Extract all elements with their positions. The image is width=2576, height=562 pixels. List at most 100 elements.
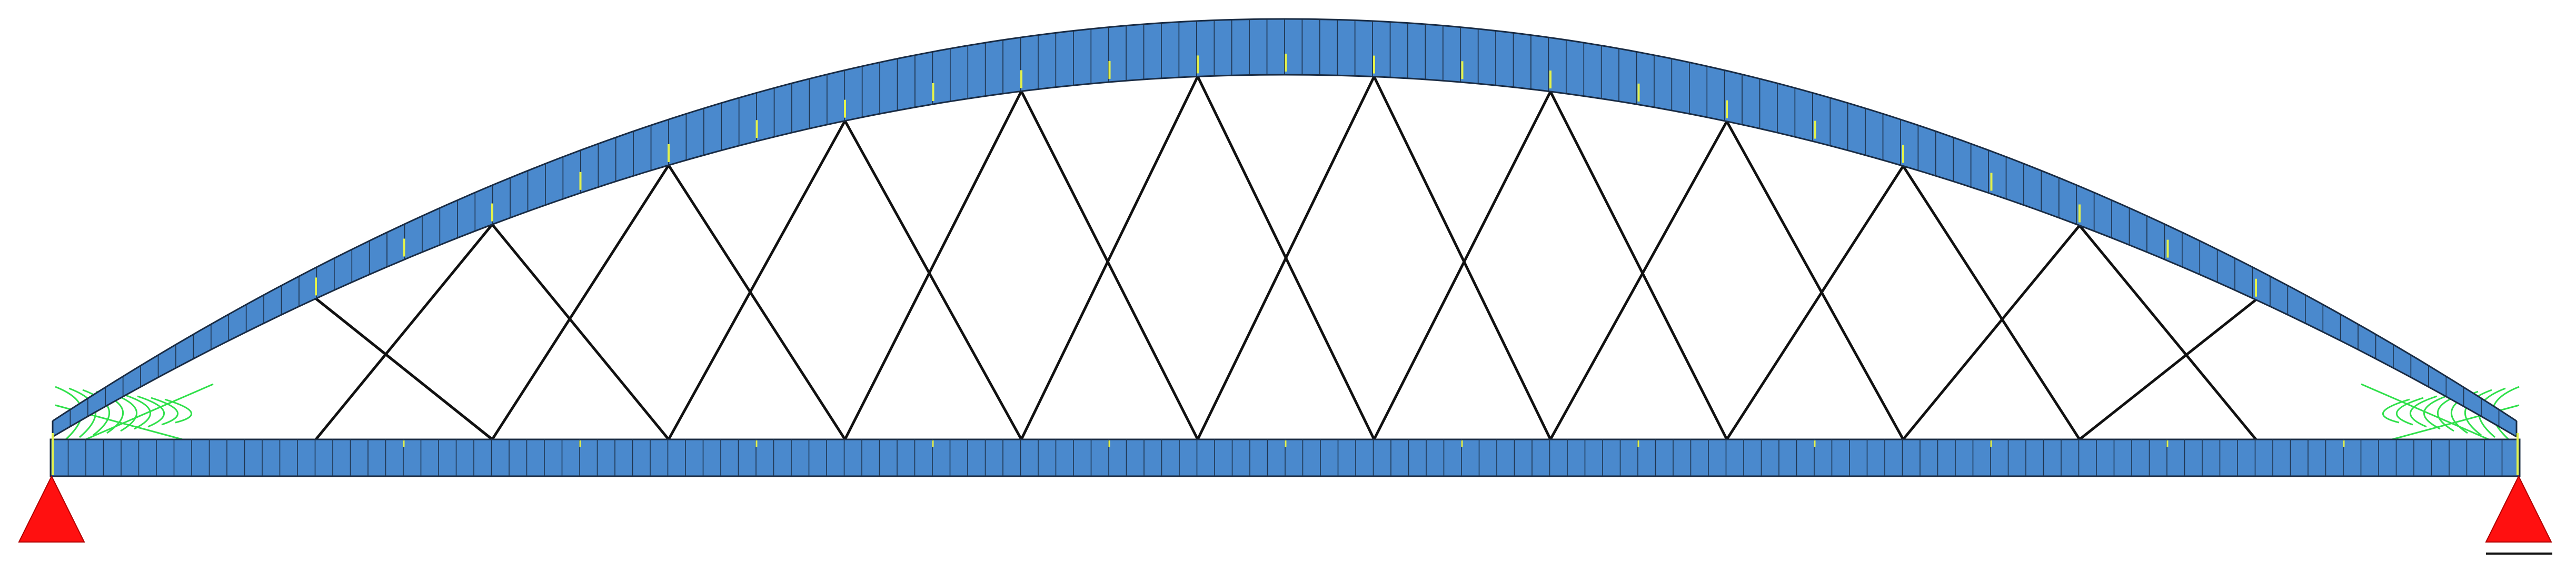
end-detail-curve	[137, 395, 165, 428]
arch-segment	[879, 58, 898, 115]
arch-segment	[685, 107, 704, 161]
arch-segment	[1249, 18, 1268, 76]
arch-segment	[1600, 45, 1619, 102]
arch-segment	[1319, 18, 1338, 76]
hanger-9	[1020, 76, 1199, 440]
hanger-2	[491, 224, 670, 440]
arch-segment	[1337, 19, 1356, 77]
arch-segment	[1178, 21, 1197, 78]
arch-segment	[897, 54, 916, 111]
arch-segment	[1161, 21, 1180, 79]
arch-segment	[1865, 107, 1884, 161]
arch-segment	[1372, 21, 1391, 78]
hanger-13	[1372, 91, 1552, 440]
end-detail-curve	[2464, 389, 2492, 436]
arch-segment	[1583, 42, 1602, 99]
arch-segment	[1214, 19, 1232, 77]
arch-segment	[1689, 62, 1708, 118]
arch-segment	[562, 149, 581, 200]
arch-segment	[1108, 25, 1127, 83]
triangle-pin-support-icon	[18, 475, 85, 543]
arch-segment	[703, 102, 722, 156]
arch-bottom-edge	[52, 74, 2517, 438]
arch-segment	[1742, 74, 1761, 129]
arch-segment	[1284, 18, 1303, 75]
arch-rib	[52, 18, 2518, 438]
hanger-18	[1902, 165, 2081, 440]
arch-segment	[1126, 24, 1145, 82]
arch-segment	[1055, 30, 1074, 88]
arch-segment	[668, 113, 687, 166]
hanger-8	[1020, 91, 1199, 440]
arch-segment	[1002, 37, 1021, 94]
arch-segment	[914, 51, 933, 108]
arch-segment	[756, 87, 775, 142]
hanger-17	[1725, 165, 1905, 440]
arch-segment	[1953, 136, 1972, 188]
hanger-20	[2078, 224, 2257, 440]
arch-segment	[1706, 65, 1725, 122]
arch-segment	[773, 83, 792, 138]
hanger-layer	[315, 76, 2257, 440]
arch-segment	[1407, 22, 1426, 80]
end-detail-curve	[82, 389, 111, 436]
arch-segment	[1196, 19, 1215, 77]
arch-segment	[2041, 170, 2060, 218]
arch-segment	[1266, 18, 1285, 75]
arch-segment	[1777, 83, 1796, 138]
arch-segment	[1882, 113, 1901, 166]
arch-segment	[1020, 34, 1039, 92]
arch-segment	[1917, 124, 1936, 177]
arch-segment	[1425, 24, 1444, 82]
arch-segment	[1935, 131, 1954, 182]
arch-segment	[1073, 28, 1092, 86]
arch-segment	[650, 118, 669, 172]
arch-segment	[633, 124, 652, 177]
hanger-15	[1549, 121, 1728, 440]
arch-top-edge	[52, 18, 2517, 422]
arch-segment	[1143, 22, 1162, 80]
hanger-19	[1902, 224, 2081, 440]
end-detail-curve	[2382, 398, 2410, 424]
hanger-11	[1196, 76, 1376, 440]
arch-segment	[1618, 48, 1637, 105]
arch-segment	[1513, 32, 1531, 90]
arch-segment	[984, 39, 1003, 97]
node-marker-layer	[52, 54, 2519, 475]
arch-segment	[2023, 163, 2042, 212]
hanger-22	[315, 297, 493, 440]
arch-segment	[1477, 28, 1496, 86]
arch-segment	[1829, 97, 1848, 151]
arch-segment	[281, 275, 300, 316]
arch-segment	[1090, 26, 1109, 84]
end-detail-curve	[2409, 395, 2438, 428]
arch-segment	[861, 62, 880, 118]
deck-tie-girder	[49, 438, 2521, 477]
arch-segment	[1671, 58, 1690, 115]
arch-segment	[827, 69, 846, 125]
arch-segment	[721, 97, 740, 151]
arch-segment	[52, 408, 71, 438]
arch-segment	[1301, 18, 1320, 76]
arch-segment	[1794, 87, 1813, 142]
arch-segment	[1654, 54, 1673, 111]
arch-segment	[1759, 78, 1778, 134]
hanger-6	[843, 120, 1023, 440]
arch-segment	[1443, 25, 1461, 83]
arch-segment	[1038, 32, 1057, 90]
arch-segment	[738, 92, 757, 146]
arch-segment	[615, 131, 634, 182]
hanger-12	[1372, 76, 1552, 440]
arch-segment	[2005, 156, 2024, 206]
arch-segment	[1389, 21, 1408, 79]
arch-segment	[967, 42, 986, 99]
hanger-5	[667, 120, 847, 440]
arch-segment	[950, 45, 969, 102]
hanger-3	[491, 164, 670, 440]
arch-segment	[263, 285, 282, 324]
arch-segment	[2270, 275, 2289, 316]
arch-segment	[1495, 30, 1514, 88]
hanger-16	[1725, 121, 1905, 440]
arch-segment	[527, 163, 546, 212]
support-layer	[18, 475, 2552, 555]
